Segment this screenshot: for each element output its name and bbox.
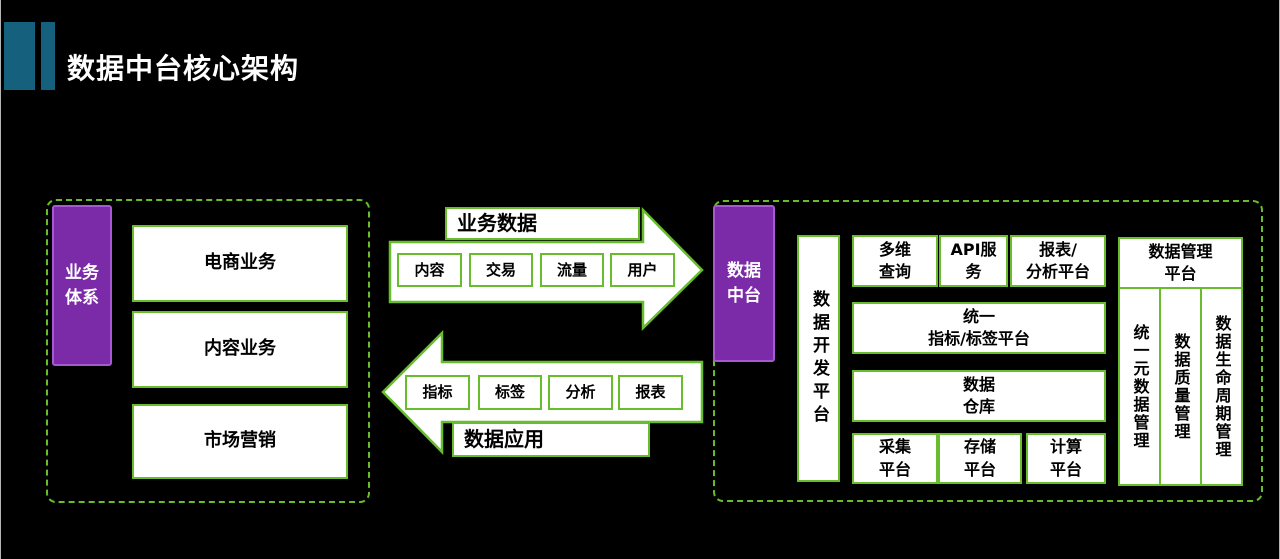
mgmt-col-unified-metadata-text: 统一元数据管理 [1130, 323, 1150, 450]
dev-platform-text: 数据开发平台 [808, 289, 829, 428]
tag-indicator: 指标 [405, 375, 470, 410]
business-box-content: 内容业务 [132, 311, 348, 388]
business-box-ecommerce: 电商业务 [132, 225, 348, 302]
mgmt-col-data-lifecycle-text: 数据生命周期管理 [1212, 314, 1232, 459]
box-data-warehouse: 数据 仓库 [852, 370, 1106, 422]
title-accent-bar-large [4, 22, 35, 90]
tag-transaction: 交易 [469, 253, 533, 287]
data-application-label: 数据应用 [452, 422, 650, 457]
business-section-frame [46, 199, 370, 503]
mgmt-col-data-quality-text: 数据质量管理 [1171, 332, 1191, 441]
tag-traffic: 流量 [540, 253, 604, 287]
box-api-service: API服 务 [939, 235, 1008, 287]
box-report-analysis-platform: 报表/ 分析平台 [1010, 235, 1106, 287]
arrow-left-data-application [381, 329, 704, 456]
data-platform-label: 数据 中台 [713, 205, 775, 362]
business-box-marketing: 市场营销 [132, 404, 348, 479]
business-system-label: 业务 体系 [52, 205, 112, 366]
title-accent-bar-small [41, 22, 55, 90]
mgmt-col-data-quality: 数据质量管理 [1159, 289, 1200, 484]
tag-user: 用户 [610, 253, 675, 287]
mgmt-col-unified-metadata: 统一元数据管理 [1120, 289, 1159, 484]
mgmt-col-data-lifecycle: 数据生命周期管理 [1200, 289, 1241, 484]
tag-content: 内容 [397, 253, 462, 287]
data-management-platform-box: 数据管理 平台 统一元数据管理 数据质量管理 数据生命周期管理 [1118, 237, 1243, 486]
window-left-edge [0, 0, 1, 559]
tag-label: 标签 [478, 375, 542, 410]
box-compute-platform: 计算 平台 [1026, 433, 1106, 484]
business-data-label: 业务数据 [445, 207, 640, 240]
box-multidim-query: 多维 查询 [852, 235, 938, 287]
page-title: 数据中台核心架构 [67, 52, 300, 85]
box-storage-platform: 存储 平台 [938, 433, 1022, 484]
box-unified-indicator-tag-platform: 统一 指标/标签平台 [852, 302, 1106, 354]
dev-platform-box: 数据开发平台 [797, 235, 840, 482]
box-collection-platform: 采集 平台 [852, 433, 938, 484]
data-management-header: 数据管理 平台 [1120, 239, 1241, 289]
tag-report: 报表 [618, 375, 683, 410]
data-management-columns: 统一元数据管理 数据质量管理 数据生命周期管理 [1120, 289, 1241, 484]
tag-analysis: 分析 [548, 375, 613, 410]
